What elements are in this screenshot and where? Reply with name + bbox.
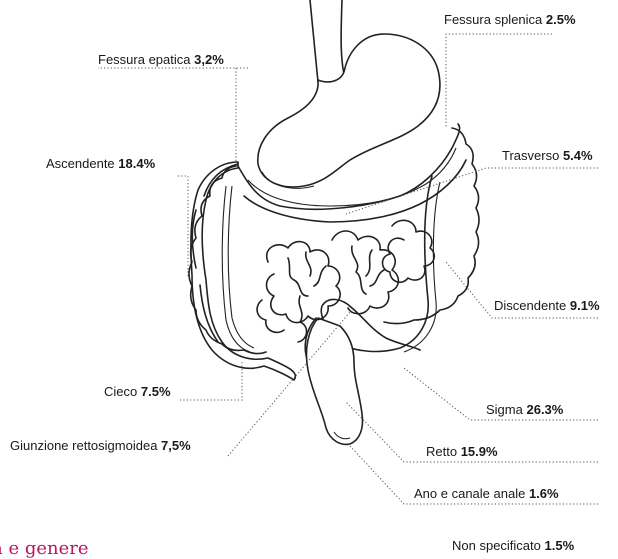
section-title-fragment: a e genere [0, 538, 89, 559]
segment-name: Giunzione rettosigmoidea [10, 438, 157, 453]
label-non-specificato: Non specificato 1.5% [452, 538, 574, 554]
label-ascendente: Ascendente 18.4% [46, 156, 155, 172]
segment-name: Trasverso [502, 148, 559, 163]
label-cieco: Cieco 7.5% [104, 384, 171, 400]
segment-value: 26.3% [526, 402, 563, 417]
segment-value: 9.1% [570, 298, 600, 313]
segment-name: Sigma [486, 402, 523, 417]
segment-name: Non specificato [452, 538, 541, 553]
segment-value: 1.5% [545, 538, 575, 553]
segment-value: 2.5% [546, 12, 576, 27]
label-sigma: Sigma 26.3% [486, 402, 563, 418]
segment-value: 1.6% [529, 486, 559, 501]
label-fessura-splenica: Fessura splenica 2.5% [444, 12, 576, 28]
segment-value: 15.9% [461, 444, 498, 459]
segment-value: 7.5% [141, 384, 171, 399]
segment-name: Fessura splenica [444, 12, 542, 27]
small-intestine [257, 220, 434, 342]
label-trasverso: Trasverso 5.4% [502, 148, 593, 164]
label-discendente: Discendente 9.1% [494, 298, 600, 314]
stomach [258, 34, 440, 187]
rectum [306, 318, 362, 444]
segment-name: Fessura epatica [98, 52, 191, 67]
segment-name: Cieco [104, 384, 137, 399]
segment-name: Ano e canale anale [414, 486, 525, 501]
label-giunzione-rettosigmoidea: Giunzione rettosigmoidea 7,5% [10, 438, 191, 454]
segment-value: 18.4% [118, 156, 155, 171]
segment-value: 7,5% [161, 438, 191, 453]
esophagus [310, 0, 344, 82]
label-retto: Retto 15.9% [426, 444, 498, 460]
label-fessura-epatica: Fessura epatica 3,2% [98, 52, 224, 68]
segment-name: Discendente [494, 298, 566, 313]
segment-name: Ascendente [46, 156, 115, 171]
segment-value: 5.4% [563, 148, 593, 163]
segment-name: Retto [426, 444, 457, 459]
segment-value: 3,2% [194, 52, 224, 67]
label-ano-canale-anale: Ano e canale anale 1.6% [414, 486, 559, 502]
